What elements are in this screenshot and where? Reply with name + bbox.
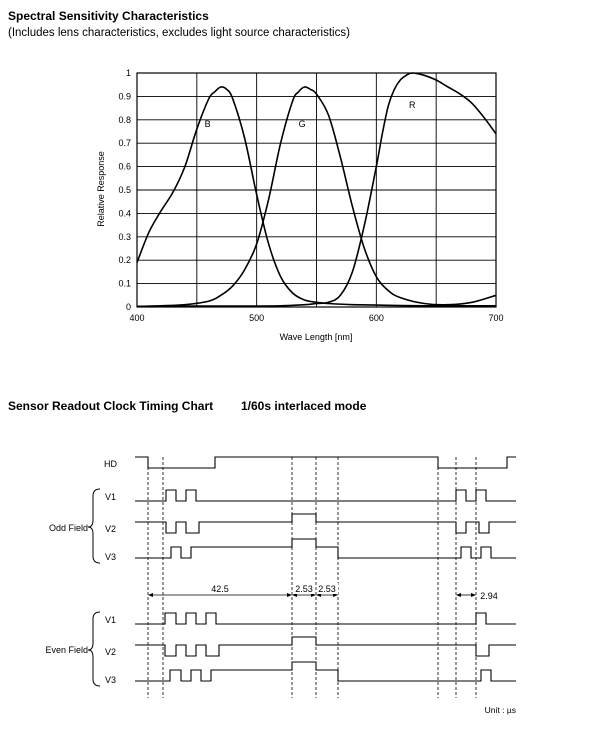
y-tick-label: 0.7 (118, 138, 131, 148)
timing-chart-mode: 1/60s interlaced mode (241, 399, 367, 413)
y-tick-label: 0.2 (118, 255, 131, 265)
spectral-tick-labels: 0 0.1 0.2 0.3 0.4 0.5 0.6 0.7 0.8 0.9 1 400 500 600 70… (118, 68, 503, 323)
timing-chart-title: Sensor Readout Clock Timing Chart (8, 399, 214, 413)
y-tick-label: 0.9 (118, 91, 131, 101)
y-tick-label: 0.1 (118, 279, 131, 289)
curve-g (136, 86, 497, 308)
x-tick-label: 500 (249, 313, 264, 323)
x-tick-label: 400 (129, 313, 144, 323)
y-axis-label: Relative Response (96, 151, 106, 227)
spectral-grid (136, 72, 497, 308)
curve-r (136, 72, 497, 308)
y-tick-label: 0.6 (118, 162, 131, 172)
y-tick-label: 1 (126, 68, 131, 78)
curve-label-g: G (299, 119, 306, 129)
y-tick-label: 0.4 (118, 208, 131, 218)
y-tick-label: 0.5 (118, 185, 131, 195)
y-tick-label: 0.8 (118, 115, 131, 125)
spectral-chart-subtitle: (Includes lens characteristics, excludes… (8, 27, 350, 39)
x-tick-label: 700 (488, 313, 503, 323)
x-tick-label: 600 (369, 313, 384, 323)
y-tick-label: 0 (126, 302, 131, 312)
curve-label-b: B (205, 119, 211, 129)
y-tick-label: 0.3 (118, 232, 131, 242)
spectral-curve-labels: B G R (205, 100, 416, 129)
x-axis-label: Wave Length [nm] (280, 332, 353, 342)
curve-label-r: R (409, 100, 416, 110)
spectral-curves (136, 72, 497, 308)
spectral-chart-title: Spectral Sensitivity Characteristics (8, 9, 209, 23)
